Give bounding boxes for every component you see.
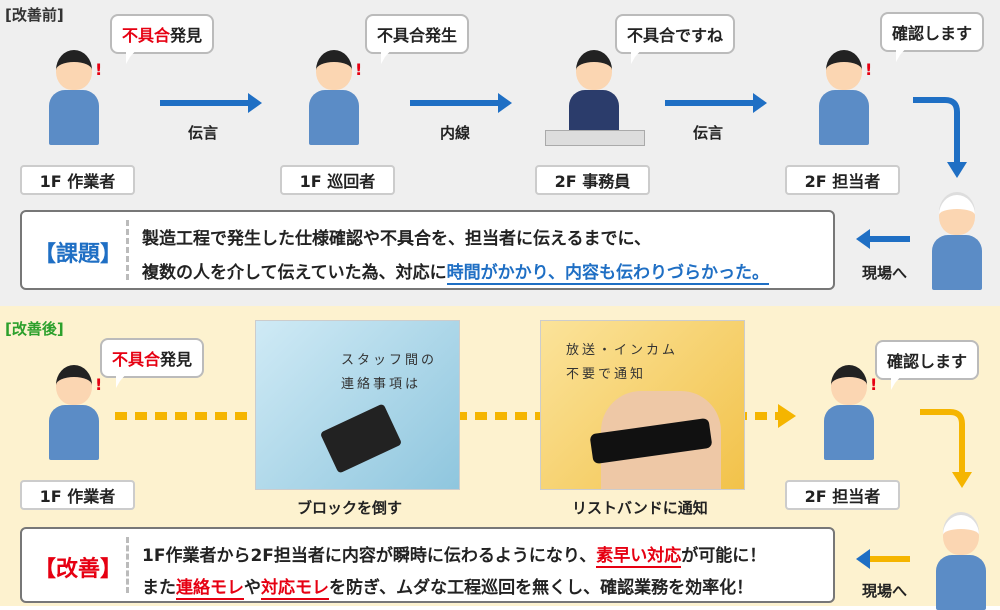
to-site-label: 現場へ xyxy=(862,582,908,600)
role-label: 1F 作業者 xyxy=(20,165,135,195)
speech-bubble: 不具合ですね xyxy=(615,14,736,64)
photo-text: 放送・インカム不要で通知 xyxy=(566,343,679,382)
speech-bubble: 不具合発生 xyxy=(365,14,470,64)
staff-figure-2f: ! xyxy=(815,50,873,145)
divider xyxy=(126,537,129,593)
patrol-figure-1f: ! xyxy=(305,50,363,145)
improvement-heading: 【改善】 xyxy=(34,557,123,582)
staff-figure-2f: ! xyxy=(820,365,878,460)
arrow-head-icon xyxy=(778,404,796,428)
role-label: 2F 担当者 xyxy=(785,165,900,195)
role-label: 2F 担当者 xyxy=(785,480,900,510)
worker-figure-1f: ! xyxy=(45,365,103,460)
issue-highlight: 時間がかかり、内容も伝わりづらかった。 xyxy=(446,263,769,285)
issue-heading: 【課題】 xyxy=(34,242,123,267)
arrow-right-icon xyxy=(665,93,767,113)
arrow-left-icon xyxy=(868,236,910,242)
worker-figure-1f: ! xyxy=(45,50,103,145)
curved-arrow-down-icon xyxy=(920,409,972,488)
role-label: 1F 作業者 xyxy=(20,480,135,510)
photo-caption: リストバンドに通知 xyxy=(572,499,708,517)
arrow-label: 伝言 xyxy=(693,124,724,142)
improvement-line-2: また連絡モレや対応モレを防ぎ、ムダな工程巡回を無くし、確認業務を効率化！ xyxy=(142,578,754,600)
arrow-right-icon xyxy=(410,93,512,113)
role-label: 2F 事務員 xyxy=(535,165,650,195)
arrow-label: 内線 xyxy=(440,124,471,142)
arrow-right-icon xyxy=(160,93,262,113)
bubble-red-text: 不具合 xyxy=(122,26,171,45)
improvement-box: 【改善】 1F作業者から2F担当者に内容が瞬時に伝わるようになり、素早い対応が可… xyxy=(20,527,835,603)
issue-line-2: 複数の人を介して伝えていた為、対応に時間がかかり、内容も伝わりづらかった。 xyxy=(142,258,769,285)
wristband-photo: 放送・インカム不要で通知 xyxy=(540,320,745,490)
block-photo: スタッフ間の連絡事項は xyxy=(255,320,460,490)
photo-text: スタッフ間の連絡事項は xyxy=(341,353,438,392)
speech-bubble: 不具合発見 xyxy=(100,338,205,388)
after-tag: [改善後] xyxy=(5,320,64,338)
block-device-icon xyxy=(319,403,403,474)
arrow-left-icon xyxy=(868,556,910,562)
site-worker-figure xyxy=(932,515,990,610)
before-tag: [改善前] xyxy=(5,6,64,24)
speech-bubble: 確認します xyxy=(880,12,985,62)
speech-bubble: 不具合発見 xyxy=(110,14,215,64)
bubble-text: 発見 xyxy=(170,26,203,45)
bubble-text: 発見 xyxy=(160,350,193,369)
to-site-label: 現場へ xyxy=(862,264,908,282)
photo-caption: ブロックを倒す xyxy=(297,499,403,517)
divider xyxy=(126,220,129,280)
arrow-label: 伝言 xyxy=(188,124,219,142)
bubble-red-text: 不具合 xyxy=(112,350,161,369)
improvement-line-1: 1F作業者から2F担当者に内容が瞬時に伝わるようになり、素早い対応が可能に！ xyxy=(142,546,767,568)
issue-line-1: 製造工程で発生した仕様確認や不具合を、担当者に伝えるまでに、 xyxy=(142,229,651,249)
issue-box: 【課題】 製造工程で発生した仕様確認や不具合を、担当者に伝えるまでに、 複数の人… xyxy=(20,210,835,290)
desk-icon xyxy=(545,130,645,146)
curved-arrow-down-icon xyxy=(913,97,967,178)
site-worker-figure xyxy=(928,195,986,290)
role-label: 1F 巡回者 xyxy=(280,165,395,195)
speech-bubble: 確認します xyxy=(875,340,980,390)
issue-text: 複数の人を介して伝えていた為、対応に xyxy=(142,263,447,283)
